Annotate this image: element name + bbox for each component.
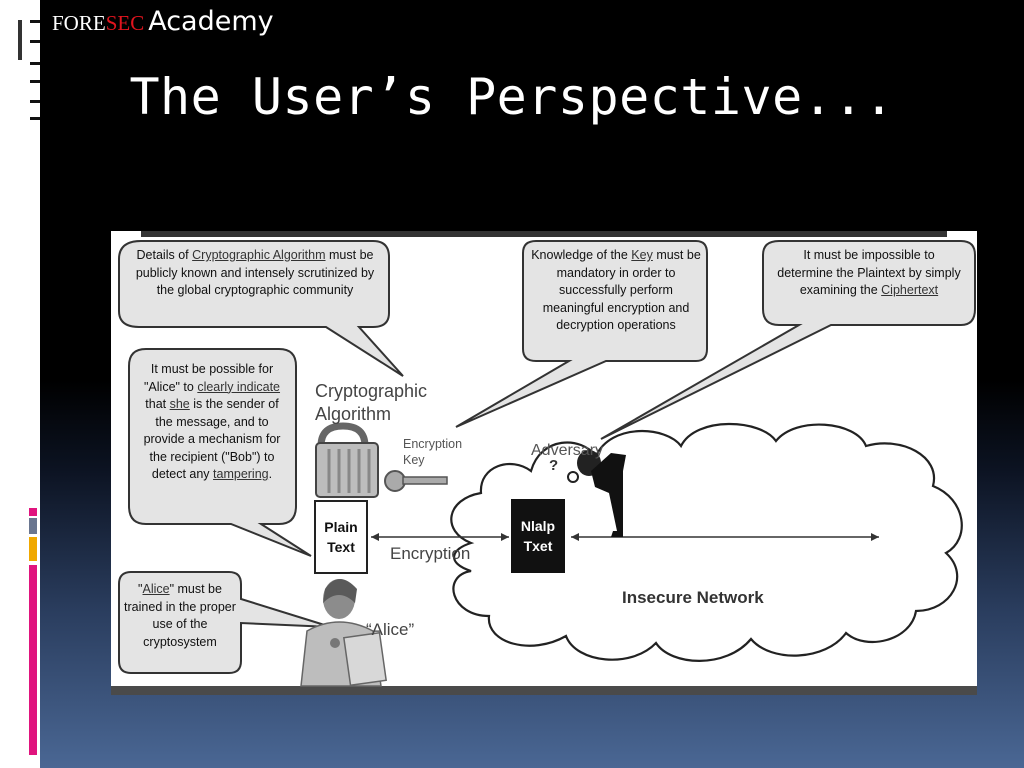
label-encryption-key-line1: Encryption	[403, 437, 462, 451]
label-encryption-key-line2: Key	[403, 453, 425, 467]
label-alice: “Alice”	[366, 620, 415, 639]
callout-underlined-term: clearly indicate	[197, 379, 281, 394]
callout-bubble-key	[455, 240, 708, 428]
decor-rule	[30, 100, 40, 103]
callout-underlined-term: tampering	[213, 467, 269, 481]
callout-text-part: It must be impossible to determine the P…	[777, 248, 961, 297]
callout-text-part: " must be trained in the proper use of t…	[124, 582, 236, 649]
label-cryptographic: Cryptographic	[315, 381, 427, 401]
callout-text-part: .	[268, 467, 273, 481]
accent-orange	[29, 537, 37, 561]
adversary-figure-icon	[567, 450, 626, 537]
callout-plaintext-text: It must be impossible to determine the P…	[775, 247, 963, 300]
decor-rule	[30, 80, 40, 83]
callout-underlined-term: she	[169, 397, 190, 411]
diagram-bottom-band	[111, 686, 977, 695]
alice-figure-icon	[300, 579, 388, 687]
encryption-arrow	[371, 533, 509, 541]
label-cipher-line1: Nlalp	[521, 518, 555, 534]
callout-text-part: must be mandatory in order to successful…	[542, 248, 701, 332]
label-adversary: Adversary	[531, 442, 603, 459]
cryptosystem-diagram: Cryptographic Algorithm Encryption Key P…	[111, 231, 977, 695]
callout-underlined-term: Alice	[142, 582, 170, 596]
callout-bubble-plaintext	[600, 240, 976, 440]
callout-alice-indicate-text: It must be possible for "Alice" to clear…	[135, 361, 289, 484]
logo-fore: FORE	[52, 11, 106, 35]
accent-grey	[29, 518, 37, 534]
label-text: Text	[327, 539, 355, 555]
callout-text-part: must be publicly known and intensely scr…	[135, 248, 375, 297]
insecure-network-cloud	[450, 422, 963, 662]
diagram-top-band	[141, 231, 947, 237]
label-cipher-line2: Txet	[524, 538, 553, 554]
callout-key-text: Knowledge of the Key must be mandatory i…	[531, 247, 701, 335]
logo-sec: SEC	[105, 11, 145, 35]
callout-text-part: "	[138, 582, 143, 596]
label-algorithm: Algorithm	[315, 404, 391, 424]
callout-text-part: that	[145, 397, 170, 411]
accent-pink-tall	[29, 565, 37, 755]
diagram-canvas: Cryptographic Algorithm Encryption Key P…	[111, 231, 977, 695]
callout-underlined-term: Cryptographic Algorithm	[192, 248, 326, 262]
callout-algorithm-text: Details of Cryptographic Algorithm must …	[135, 247, 375, 300]
accent-pink-small	[29, 508, 37, 516]
callout-underlined-term: Key	[631, 248, 653, 262]
decor-rule	[30, 62, 40, 65]
decor-rule	[30, 40, 40, 43]
callout-bubble-alice-indicate	[128, 348, 312, 557]
label-encryption: Encryption	[390, 544, 470, 563]
label-plain: Plain	[324, 519, 357, 535]
padlock-icon	[315, 422, 379, 498]
key-icon	[384, 470, 448, 492]
plain-text-box	[314, 500, 368, 574]
logo-academy: Academy	[148, 6, 274, 37]
callout-text-part: Details of	[136, 248, 193, 262]
callout-text-part: It must be possible for "Alice" to	[143, 362, 274, 394]
callout-text-part: Knowledge of the	[531, 248, 632, 262]
callout-bubble-algorithm	[118, 240, 404, 377]
cipher-text-box	[511, 499, 565, 573]
decor-rule	[30, 20, 40, 23]
callout-bubble-alice-trained	[118, 571, 332, 674]
label-adversary-question: ?	[549, 457, 558, 474]
callout-alice-trained-text: "Alice" must be trained in the proper us…	[123, 581, 237, 651]
callout-underlined-term: Ciphertext	[881, 283, 939, 297]
label-insecure-network: Insecure Network	[622, 588, 764, 607]
slide-title: The User’s Perspective...	[129, 68, 895, 126]
decor-bar	[18, 20, 22, 60]
decor-rule	[30, 117, 40, 120]
callout-text-part: is the sender of the message, and to pro…	[143, 397, 281, 481]
left-decoration-strip	[0, 0, 40, 768]
